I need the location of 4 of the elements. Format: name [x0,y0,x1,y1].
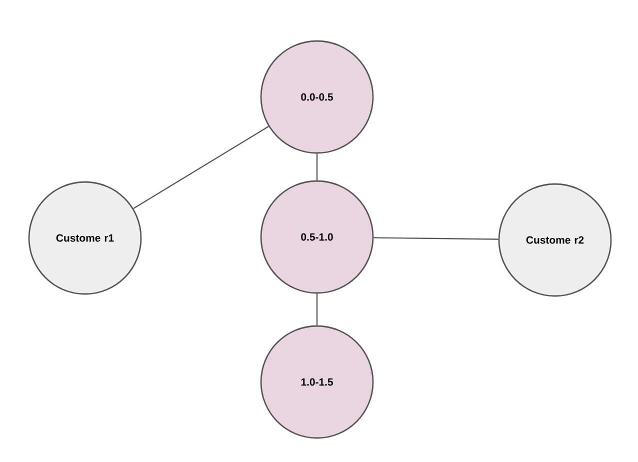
connector-line [374,237,498,240]
connector-line [316,154,318,180]
connector-line [133,126,269,210]
connector-line [316,294,318,326]
